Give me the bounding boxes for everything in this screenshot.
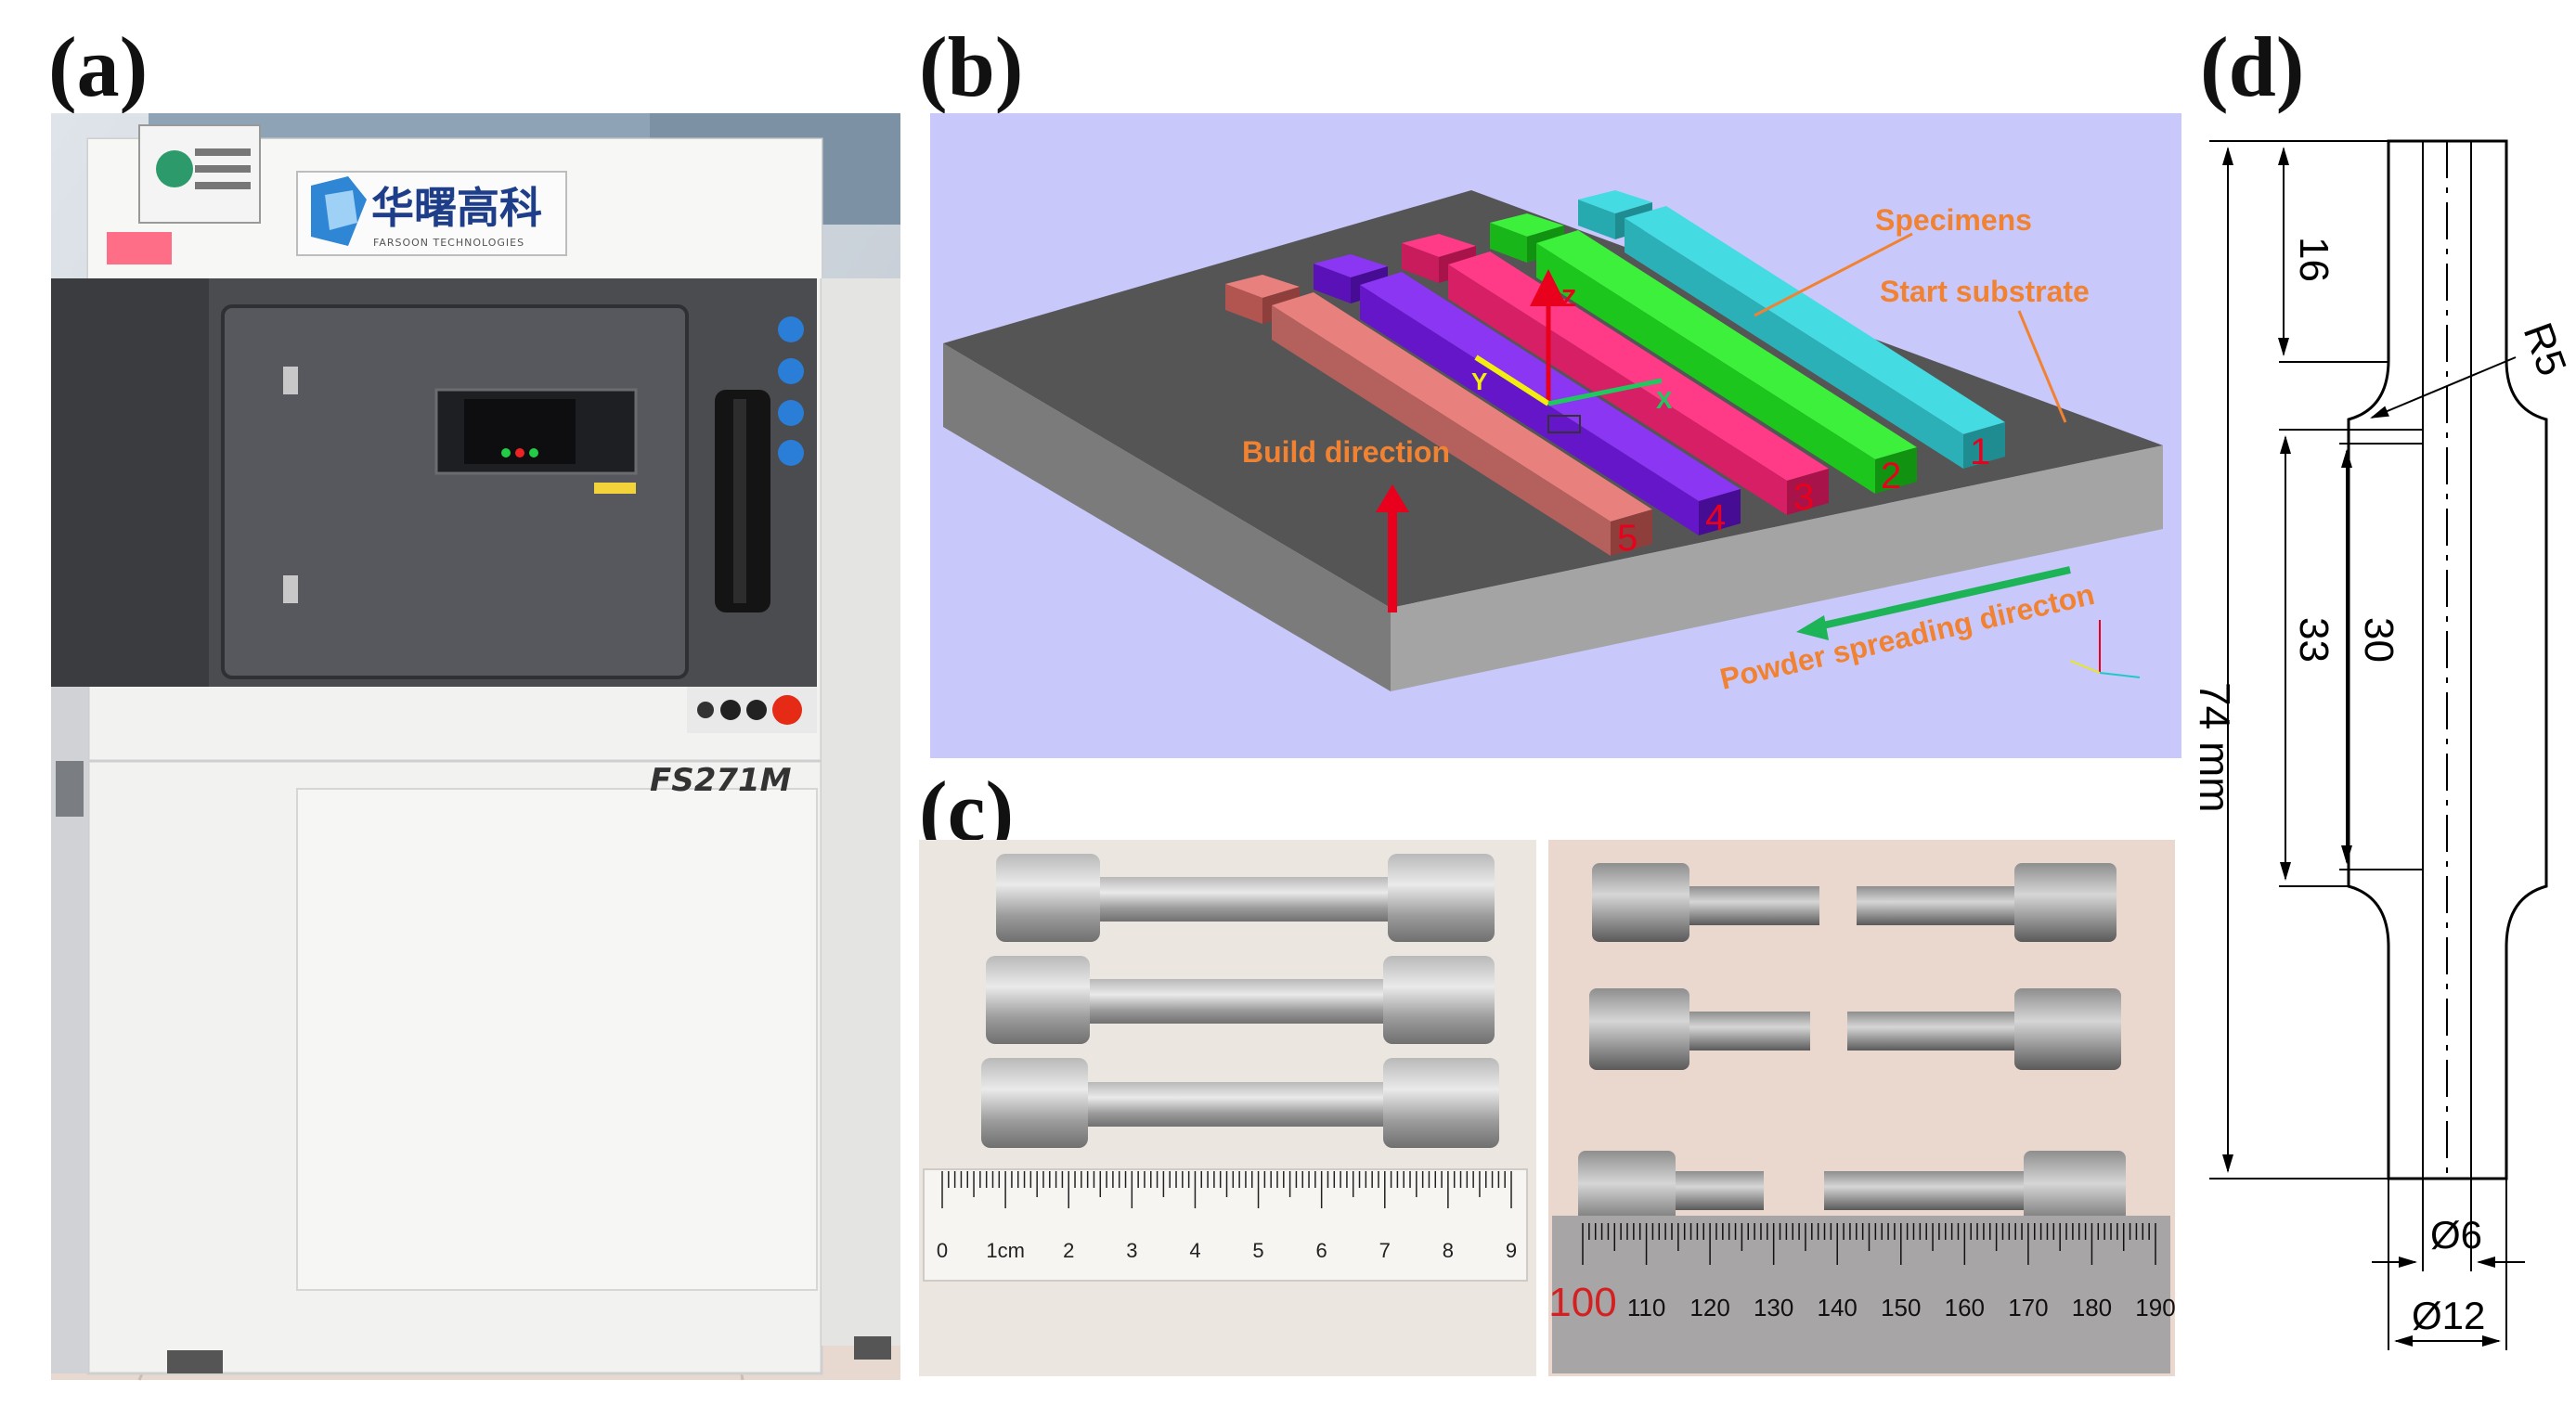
ruler-label: 110 bbox=[1627, 1294, 1665, 1321]
specimen-number-5: 5 bbox=[1617, 518, 1638, 559]
ruler-label: 4 bbox=[1189, 1239, 1200, 1262]
panel-d-dimension-text: 74 mm 16 R5 33 30 Ø6 Ø12 bbox=[2191, 237, 2575, 1337]
ruler-label: 150 bbox=[1881, 1294, 1921, 1321]
dim-gauge-text: 30 bbox=[2356, 617, 2401, 663]
panel-d-label: (d) bbox=[2200, 19, 2305, 114]
specimen-1 bbox=[1578, 190, 2005, 469]
dim-overall-text: 74 mm bbox=[2191, 682, 2239, 813]
ruler-label: 100 bbox=[1548, 1280, 1616, 1325]
z-axis-label: Z bbox=[1561, 284, 1576, 312]
panel-c-right-photo: 100 110 120 130 140 150 160 170 180 190 bbox=[1548, 840, 2176, 1376]
ruler-label: 8 bbox=[1443, 1239, 1454, 1262]
intact-specimen-3 bbox=[981, 1058, 1499, 1148]
panel-c-label: (c) bbox=[919, 764, 1015, 858]
ruler-label: 170 bbox=[2008, 1294, 2048, 1321]
ruler-label: 9 bbox=[1506, 1239, 1517, 1262]
dim-radius-text: R5 bbox=[2515, 317, 2575, 382]
intact-specimen-1 bbox=[996, 854, 1495, 942]
machine-model-text: FS271M bbox=[650, 762, 792, 799]
ruler-label: 3 bbox=[1126, 1239, 1137, 1262]
ruler-label: 0 bbox=[937, 1239, 948, 1262]
panel-b-render: 1 2 3 4 5 Z Y X Specimens Start substrat… bbox=[930, 113, 2181, 758]
intact-specimen-2 bbox=[986, 956, 1495, 1044]
ruler-label: 2 bbox=[1063, 1239, 1074, 1262]
ruler-label: 140 bbox=[1818, 1294, 1858, 1321]
dim-gauge-dia-text: Ø6 bbox=[2430, 1213, 2482, 1257]
panel-d-drawing bbox=[2209, 139, 2548, 1350]
fractured-specimen-2 bbox=[1589, 988, 2121, 1070]
fractured-specimen-1 bbox=[1592, 863, 2116, 942]
specimen-number-2: 2 bbox=[1881, 456, 1901, 496]
x-axis-arrow bbox=[1547, 378, 1663, 406]
specimen-2 bbox=[1490, 213, 1917, 494]
dim-parallel-text: 33 bbox=[2291, 617, 2337, 663]
x-axis-label: X bbox=[1656, 386, 1673, 414]
specimen-number-4: 4 bbox=[1705, 497, 1726, 538]
fractured-specimen-3 bbox=[1578, 1151, 2126, 1232]
ruler-label: 160 bbox=[1945, 1294, 1985, 1321]
ruler-label: 5 bbox=[1252, 1239, 1263, 1262]
ruler-label: 6 bbox=[1316, 1239, 1327, 1262]
panel-c-left-photo: 0 1cm 2 3 4 5 6 7 8 9 bbox=[919, 840, 1536, 1376]
specimen-number-3: 3 bbox=[1793, 477, 1814, 518]
ruler-label: 130 bbox=[1754, 1294, 1793, 1321]
ruler-label: 120 bbox=[1689, 1294, 1729, 1321]
powder-direction-arrow bbox=[1814, 566, 2071, 631]
brand-en-text: FARSOON TECHNOLOGIES bbox=[373, 237, 524, 249]
specimen-5 bbox=[1225, 275, 1652, 556]
ruler-left: 0 1cm 2 3 4 5 6 7 8 9 bbox=[937, 1171, 1517, 1262]
ruler-label: 180 bbox=[2072, 1294, 2112, 1321]
panel-a-label: (a) bbox=[48, 19, 149, 114]
ruler-label: 7 bbox=[1379, 1239, 1391, 1262]
panel-b-label: (b) bbox=[919, 19, 1024, 114]
ruler-label: 1cm bbox=[986, 1239, 1025, 1262]
brand-cn-text: 华曙高科 bbox=[371, 183, 542, 233]
specimens-label: Specimens bbox=[1875, 203, 2032, 237]
y-axis-label: Y bbox=[1471, 367, 1487, 395]
y-axis-arrow bbox=[1474, 354, 1550, 406]
specimen-number-1: 1 bbox=[1970, 432, 1990, 472]
ruler-label: 190 bbox=[2135, 1294, 2175, 1321]
ruler-right: 100 110 120 130 140 150 160 170 180 190 bbox=[1548, 1223, 2176, 1325]
panel-a-photo: 华曙高科 FARSOON TECHNOLOGIES FS271M bbox=[50, 113, 901, 1381]
dim-grip-dia-text: Ø12 bbox=[2412, 1294, 2485, 1337]
dim-grip-text: 16 bbox=[2291, 237, 2337, 282]
build-direction-label: Build direction bbox=[1242, 435, 1450, 469]
start-substrate-label: Start substrate bbox=[1880, 275, 2090, 308]
